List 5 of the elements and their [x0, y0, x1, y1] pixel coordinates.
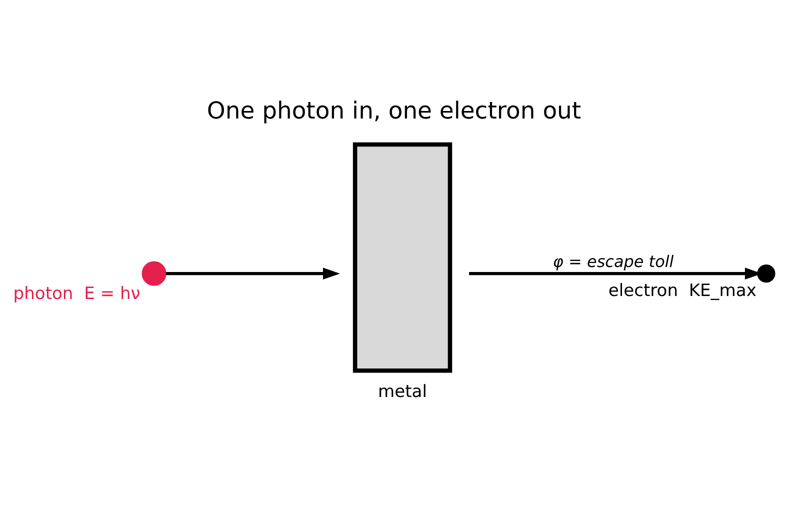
node-label: photon E = hν — [12, 283, 140, 304]
diagram-title: One photon in, one electron out — [206, 96, 581, 124]
edge-label: φ = escape toll — [552, 252, 674, 271]
node-label: metal — [378, 382, 426, 402]
node-label: electron KE_max — [608, 280, 756, 300]
